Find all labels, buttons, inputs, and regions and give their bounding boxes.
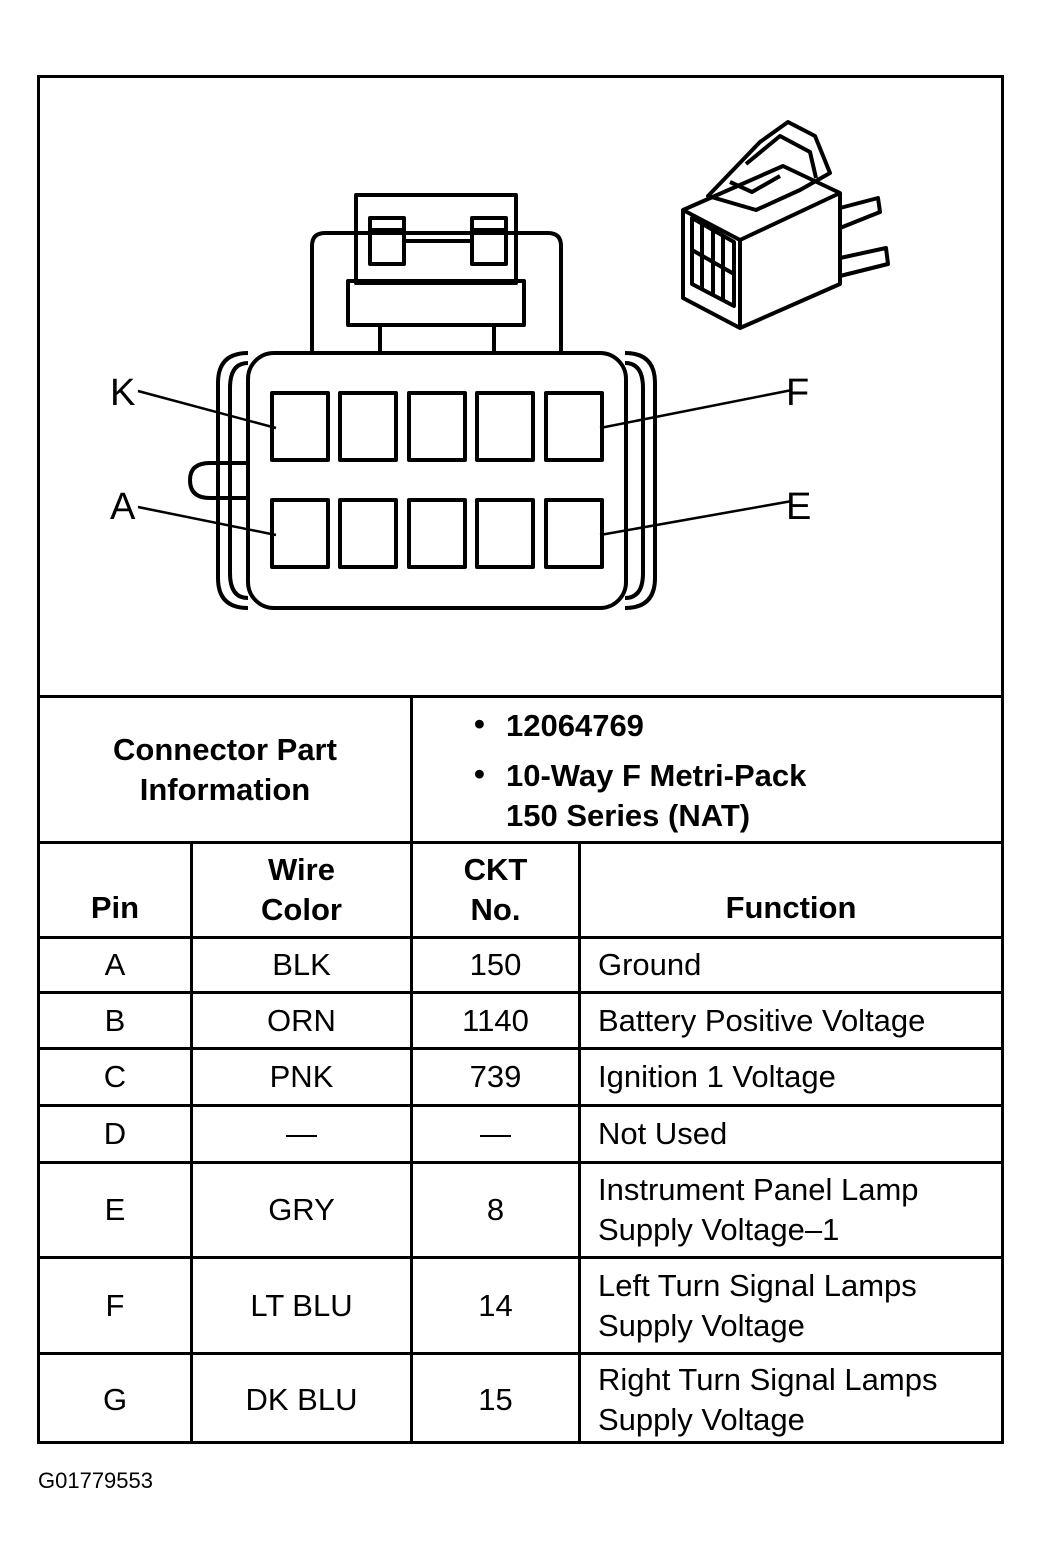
header-wire-color: Wire Color xyxy=(261,852,342,927)
table-cell-wire-color: PNK xyxy=(269,1059,334,1094)
table-cell-ckt: 150 xyxy=(469,947,522,982)
table-cell-wire-color: BLK xyxy=(272,947,331,982)
bullet: • xyxy=(474,756,485,791)
table-cell-wire-color: GRY xyxy=(268,1192,335,1227)
table-cell-pin: E xyxy=(104,1192,126,1227)
table-cell-function: Left Turn Signal Lamps Supply Voltage xyxy=(598,1267,917,1343)
part-info-label: Connector Part Information xyxy=(113,731,337,807)
connector-diagram: K F A E xyxy=(40,78,1001,696)
header-pin: Pin xyxy=(90,890,140,925)
table-cell-ckt: 8 xyxy=(486,1192,505,1227)
connector-face-view xyxy=(137,120,890,610)
table-cell-wire-color: ORN xyxy=(267,1002,336,1038)
table-cell-wire-color: DK BLU xyxy=(245,1381,358,1417)
pin-label-k: K xyxy=(110,372,136,414)
divider xyxy=(578,841,581,1444)
connector-sheet: K F A E Connector Part Information • 120… xyxy=(37,75,1004,1444)
table-cell-pin: D xyxy=(103,1116,127,1151)
divider xyxy=(40,1104,1001,1107)
table-cell-function: Right Turn Signal Lamps Supply Voltage xyxy=(598,1361,938,1437)
table-cell-pin: G xyxy=(102,1381,128,1417)
pin-label-e: E xyxy=(786,486,812,528)
divider xyxy=(40,991,1001,994)
table-cell-pin: B xyxy=(104,1002,126,1038)
table-cell-ckt: 1140 xyxy=(462,1002,529,1038)
figure-id: G01779553 xyxy=(38,1468,153,1493)
pin-label-a: A xyxy=(110,486,136,528)
divider xyxy=(40,1352,1001,1355)
bullet: • xyxy=(474,706,485,741)
connector-isometric-view xyxy=(681,120,890,330)
table-cell-ckt: 739 xyxy=(469,1059,522,1094)
table-cell-ckt: 14 xyxy=(478,1287,513,1323)
divider xyxy=(40,695,1001,698)
table-cell-ckt: 15 xyxy=(478,1381,513,1417)
table-cell-wire-color: LT BLU xyxy=(250,1287,353,1323)
divider xyxy=(40,841,1001,844)
table-cell-ckt: — xyxy=(480,1116,511,1151)
table-cell-function: Instrument Panel Lamp Supply Voltage–1 xyxy=(598,1172,919,1247)
table-cell-function: Battery Positive Voltage xyxy=(598,1002,926,1038)
part-number: 12064769 xyxy=(506,708,644,743)
connector-type: 10-Way F Metri-Pack xyxy=(506,758,807,793)
divider xyxy=(40,936,1001,939)
divider xyxy=(40,1256,1001,1259)
table-cell-pin: F xyxy=(105,1287,125,1323)
divider xyxy=(40,1161,1001,1164)
table-cell-function: Ground xyxy=(598,947,702,982)
header-ckt-no: CKT No. xyxy=(463,852,528,927)
table-cell-wire-color: — xyxy=(286,1116,317,1151)
connector-series: 150 Series (NAT) xyxy=(506,798,751,833)
divider xyxy=(190,841,193,1444)
table-cell-pin: A xyxy=(104,947,126,982)
divider xyxy=(40,1047,1001,1050)
table-cell-pin: C xyxy=(103,1059,127,1094)
pin-label-f: F xyxy=(786,372,810,414)
table-cell-function: Ignition 1 Voltage xyxy=(598,1059,836,1094)
header-function: Function xyxy=(725,890,857,925)
table-cell-function: Not Used xyxy=(598,1116,728,1151)
divider xyxy=(410,695,413,1444)
